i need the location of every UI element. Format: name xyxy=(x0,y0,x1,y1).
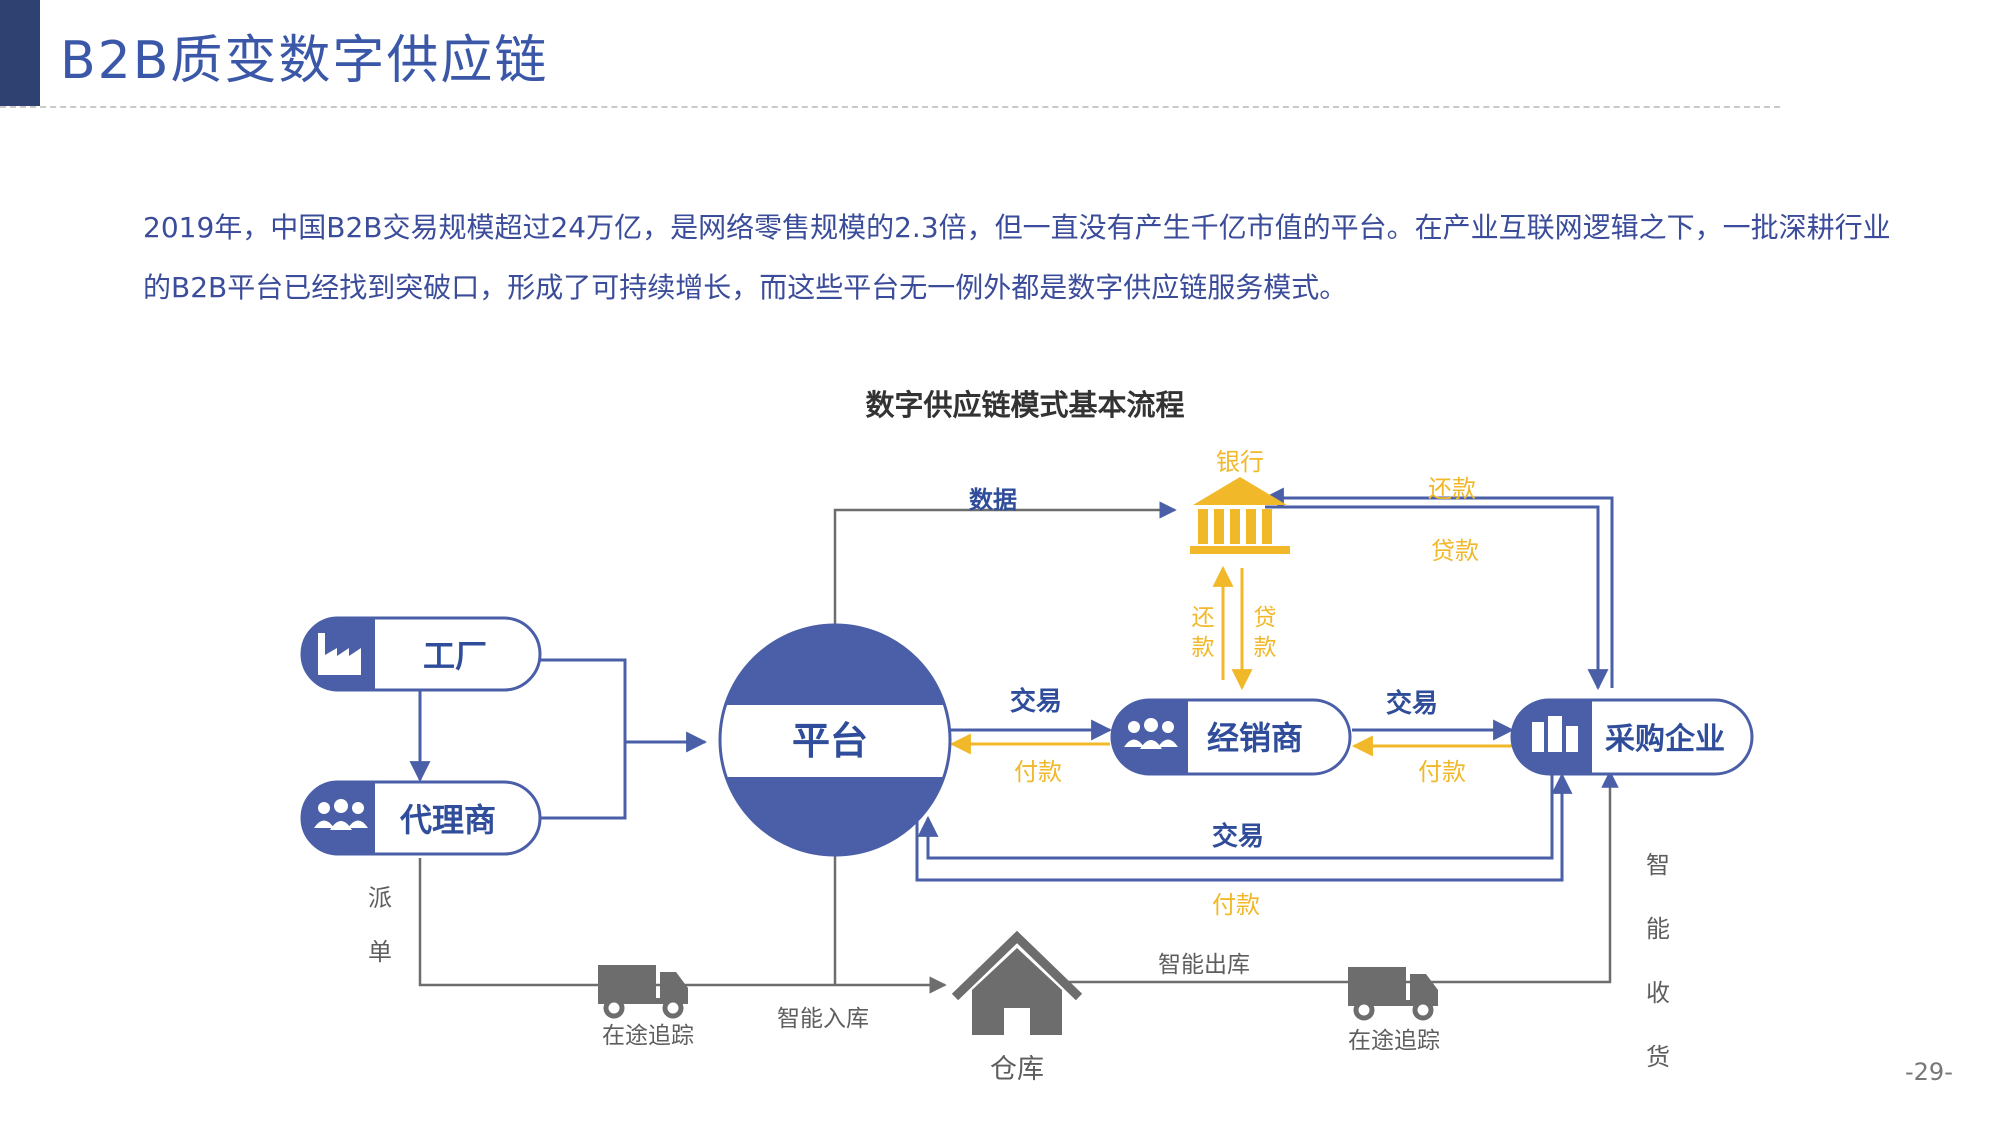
diagram-title: 数字供应链模式基本流程 xyxy=(865,388,1185,422)
warehouse-node: 仓库 xyxy=(951,930,1083,1085)
loan-vertical-2: 款 xyxy=(1254,635,1277,661)
dispatch-label-2: 单 xyxy=(368,938,392,966)
factory-icon xyxy=(318,633,361,675)
warehousing-in-label: 智能入库 xyxy=(777,1006,869,1032)
page-number: -29- xyxy=(1905,1058,1953,1086)
repay-vertical-1: 还 xyxy=(1192,605,1215,631)
data-label: 数据 xyxy=(969,486,1017,514)
warehouse-label: 仓库 xyxy=(990,1054,1044,1085)
buyer-loan-line xyxy=(1265,505,1609,691)
pay-label-1: 付款 xyxy=(1014,758,1062,786)
factory-node: 工厂 xyxy=(300,616,542,692)
distributor-label: 经销商 xyxy=(1207,719,1303,757)
smart-receive-2: 能 xyxy=(1646,915,1670,943)
tracking-label-2: 在途追踪 xyxy=(1348,1028,1440,1054)
buyer-node: 采购企业 xyxy=(1510,698,1754,776)
page-title: B2B质变数字供应链 xyxy=(60,31,549,91)
repay-label: 还款 xyxy=(1428,475,1476,503)
dispatch-line xyxy=(418,858,947,994)
tracking-label-1: 在途追踪 xyxy=(602,1023,694,1049)
people-icon xyxy=(314,799,368,830)
bank-node: 银行 xyxy=(1190,448,1290,554)
header-accent-bar xyxy=(0,0,40,106)
smart-receive-1: 智 xyxy=(1646,851,1670,879)
pay-label-2: 付款 xyxy=(1418,758,1466,786)
factory-to-platform-line xyxy=(540,658,627,820)
agent-node: 代理商 xyxy=(300,780,542,856)
factory-label: 工厂 xyxy=(423,637,487,675)
pay3-line xyxy=(917,775,1554,860)
buyer-label: 采购企业 xyxy=(1605,722,1725,757)
title-divider xyxy=(0,106,1780,108)
distributor-node: 经销商 xyxy=(1110,698,1352,776)
smart-receive-3: 收 xyxy=(1646,979,1670,1007)
platform-label: 平台 xyxy=(792,719,868,763)
smart-receive-4: 货 xyxy=(1646,1043,1670,1071)
trade-label-2: 交易 xyxy=(1386,688,1438,719)
bank-label: 银行 xyxy=(1216,448,1264,476)
building-icon xyxy=(1532,716,1578,752)
intro-paragraph: 2019年，中国B2B交易规模超过24万亿，是网络零售规模的2.3倍，但一直没有… xyxy=(143,211,1891,304)
trade3-line xyxy=(915,772,1573,882)
house-icon xyxy=(951,930,1083,1035)
data-arrow xyxy=(833,501,1177,626)
people-icon xyxy=(1124,718,1178,749)
repay-vertical-2: 款 xyxy=(1192,635,1215,661)
truck-icon xyxy=(1348,967,1438,1021)
buyer-repay-line xyxy=(1262,487,1614,688)
loan-vertical-1: 贷 xyxy=(1254,605,1277,631)
bank-icon xyxy=(1190,477,1290,554)
outbound-line xyxy=(1065,770,1619,984)
pay-label-3: 付款 xyxy=(1212,891,1260,919)
loan-label: 贷款 xyxy=(1431,537,1479,565)
dispatch-label-1: 派 xyxy=(368,884,392,912)
platform-node: 平台 xyxy=(718,623,952,857)
warehousing-out-label: 智能出库 xyxy=(1158,952,1250,978)
truck-icon xyxy=(598,965,688,1019)
trade-label-1: 交易 xyxy=(1010,686,1062,717)
trade-label-3: 交易 xyxy=(1212,821,1264,852)
agent-label: 代理商 xyxy=(399,801,496,839)
